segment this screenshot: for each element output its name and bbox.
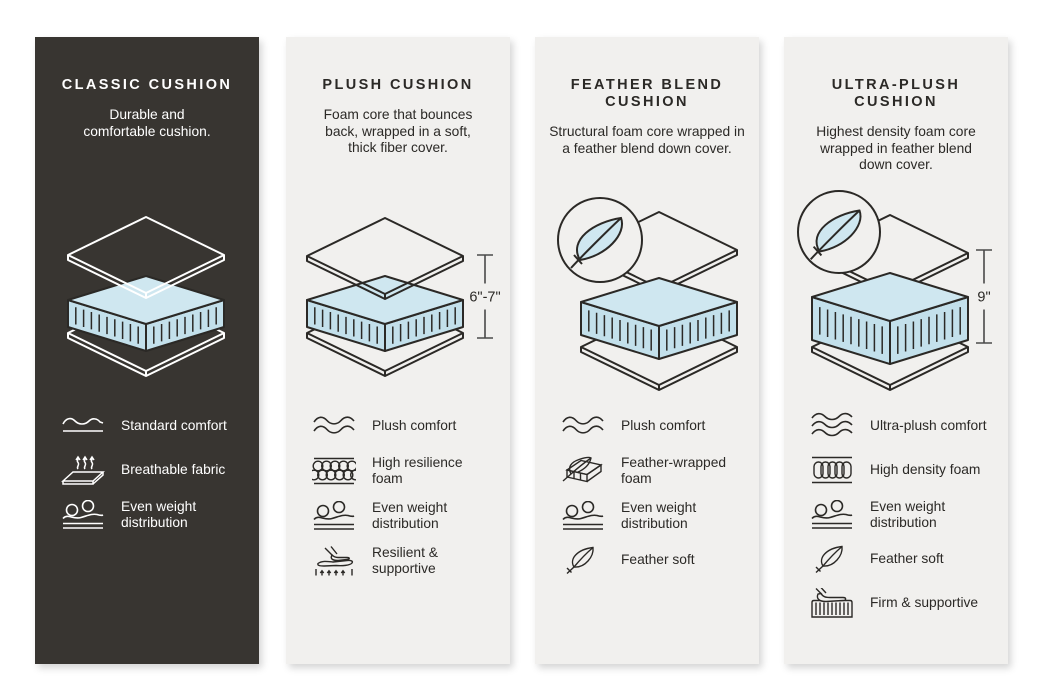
feature-row: Even weight distribution bbox=[312, 500, 504, 531]
firm-supportive-icon bbox=[810, 588, 854, 618]
even-weight-icon bbox=[810, 500, 854, 530]
feature-label: Even weight distribution bbox=[372, 500, 448, 531]
feature-row: Resilient & supportive bbox=[312, 545, 504, 576]
resilience-foam-icon bbox=[312, 456, 356, 486]
even-weight-icon bbox=[61, 500, 105, 530]
feature-list: Standard comfort Breathable fabric Even … bbox=[61, 411, 253, 544]
feature-label: Resilient & supportive bbox=[372, 545, 438, 576]
breathable-fabric-icon bbox=[61, 455, 105, 485]
svg-text:9": 9" bbox=[977, 290, 990, 306]
feature-label: Feather soft bbox=[621, 552, 695, 568]
feature-label: Feather-wrapped foam bbox=[621, 455, 727, 486]
feature-list: Ultra-plush comfort High density foam Ev… bbox=[810, 411, 1002, 632]
feature-label: Feather soft bbox=[870, 551, 944, 567]
feature-row: Feather soft bbox=[561, 545, 753, 575]
cushion-layers-illustration: 6"-7" bbox=[306, 217, 501, 377]
feature-row: Plush comfort bbox=[312, 411, 504, 441]
panel-ultra-plush-cushion: ULTRA-PLUSH CUSHION Highest density foam… bbox=[784, 37, 1008, 664]
feature-row: Plush comfort bbox=[561, 411, 753, 441]
feather-icon bbox=[810, 544, 854, 574]
feature-row: Firm & supportive bbox=[810, 588, 1002, 618]
panel-feather-blend-cushion: FEATHER BLEND CUSHION Structural foam co… bbox=[535, 37, 759, 664]
cushion-layers-illustration-with-feather-badge bbox=[557, 197, 738, 391]
feature-label: Plush comfort bbox=[621, 418, 706, 434]
feature-row: High density foam bbox=[810, 455, 1002, 485]
panel-classic-cushion: CLASSIC CUSHION Durable and comfortable … bbox=[35, 37, 259, 664]
panel-title: FEATHER BLEND CUSHION bbox=[570, 77, 724, 110]
feather-icon bbox=[561, 545, 605, 575]
feature-label: Standard comfort bbox=[121, 418, 227, 434]
feature-row: Ultra-plush comfort bbox=[810, 411, 1002, 441]
feature-row: High resilience foam bbox=[312, 455, 504, 486]
feature-label: Plush comfort bbox=[372, 418, 457, 434]
panel-title: ULTRA-PLUSH CUSHION bbox=[831, 77, 961, 110]
feature-label: High density foam bbox=[870, 462, 981, 478]
feature-label: Even weight distribution bbox=[621, 500, 697, 531]
feature-row: Even weight distribution bbox=[61, 499, 253, 530]
cushion-layers-illustration bbox=[67, 216, 225, 377]
high-density-foam-icon bbox=[810, 455, 854, 485]
panel-plush-cushion: PLUSH CUSHION Foam core that bounces bac… bbox=[286, 37, 510, 664]
feather-wrapped-foam-icon bbox=[561, 456, 605, 486]
panel-description: Structural foam core wrapped in a feathe… bbox=[549, 124, 745, 156]
wave-single-icon bbox=[61, 411, 105, 441]
feature-list: Plush comfort High resilience foam Even … bbox=[312, 411, 504, 590]
cushion-layers-illustration-with-feather-badge: 9" bbox=[797, 190, 992, 391]
feature-row: Standard comfort bbox=[61, 411, 253, 441]
feature-list: Plush comfort Feather-wrapped foam Even … bbox=[561, 411, 753, 589]
even-weight-icon bbox=[561, 501, 605, 531]
wave-double-icon bbox=[561, 411, 605, 441]
resilient-supportive-icon bbox=[312, 546, 356, 576]
feature-label: Even weight distribution bbox=[870, 499, 946, 530]
feature-row: Breathable fabric bbox=[61, 455, 253, 485]
svg-text:6"-7": 6"-7" bbox=[469, 290, 500, 306]
feature-row: Feather-wrapped foam bbox=[561, 455, 753, 486]
panel-title: PLUSH CUSHION bbox=[322, 77, 474, 93]
feature-label: Even weight distribution bbox=[121, 499, 197, 530]
panel-description: Highest density foam core wrapped in fea… bbox=[816, 124, 976, 172]
wave-triple-icon bbox=[810, 411, 854, 441]
feature-row: Even weight distribution bbox=[561, 500, 753, 531]
feature-row: Even weight distribution bbox=[810, 499, 1002, 530]
wave-double-icon bbox=[312, 411, 356, 441]
feature-label: Ultra-plush comfort bbox=[870, 418, 987, 434]
panel-description: Durable and comfortable cushion. bbox=[83, 107, 211, 139]
feature-label: Firm & supportive bbox=[870, 595, 979, 611]
panel-description: Foam core that bounces back, wrapped in … bbox=[323, 107, 473, 155]
even-weight-icon bbox=[312, 501, 356, 531]
feature-label: High resilience foam bbox=[372, 455, 463, 486]
feature-label: Breathable fabric bbox=[121, 462, 226, 478]
feature-row: Feather soft bbox=[810, 544, 1002, 574]
panel-title: CLASSIC CUSHION bbox=[61, 77, 233, 93]
